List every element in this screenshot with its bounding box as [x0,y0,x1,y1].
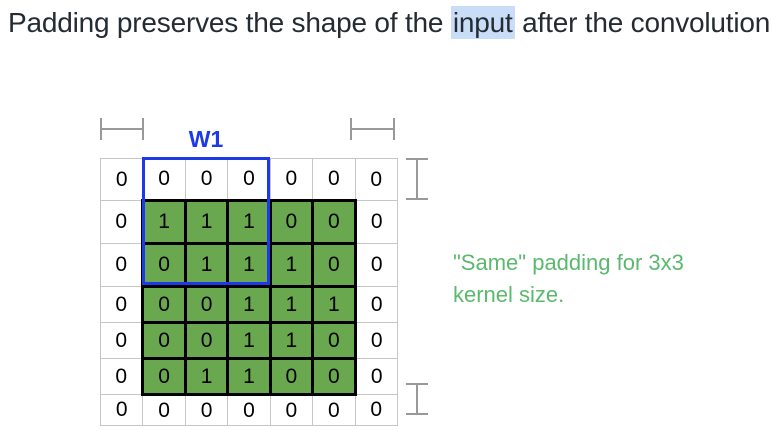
grid-cell-padding: 0 [354,243,399,287]
kernel-label: W1 [188,126,224,152]
padding-width-marker-left [100,118,144,140]
grid-cell-padding: 0 [142,394,186,426]
grid-cell-value: 1 [226,321,272,360]
grid-cell-padding: 0 [99,394,144,426]
grid-cell-padding: 0 [184,394,229,426]
grid-cell-value: 0 [311,199,357,245]
title-text-after: after the convolution [514,7,771,38]
grid-cell-padding: 0 [354,322,399,359]
grid-cell-padding: 0 [269,394,314,426]
grid-cell-padding: 0 [99,322,144,359]
grid-cell-padding: 0 [99,158,144,201]
grid-cell-value: 1 [183,357,230,396]
grid-cell-padding: 0 [142,158,186,201]
grid-cell-padding: 0 [99,358,144,395]
grid-cell-value: 0 [311,321,357,360]
grid-cell-padding: 0 [312,394,356,426]
grid-cell-value: 0 [311,357,357,396]
grid-cell-value: 0 [311,242,357,288]
grid-cell-padding: 0 [354,394,399,426]
grid-cell-padding: 0 [99,243,144,287]
grid-cell-padding: 0 [354,358,399,395]
grid-cell-value: 0 [141,285,187,324]
grid-cell-value: 0 [268,199,315,245]
padding-height-marker-bottom [406,383,428,415]
slide-title: Padding preserves the shape of the input… [8,4,774,41]
grid-cell-value: 1 [311,285,357,324]
grid-cell-value: 1 [226,285,272,324]
grid-cell-padding: 0 [99,286,144,323]
grid-cell-padding: 0 [354,158,399,201]
grid-cell-padding: 0 [354,286,399,323]
grid-cell-padding: 0 [354,200,399,244]
padding-width-marker-right [350,118,395,140]
grid-cell-value: 0 [268,357,315,396]
grid-cell-value: 1 [183,242,230,288]
grid-cell-value: 1 [183,199,230,245]
title-highlight: input [450,6,515,39]
grid-cell-padding: 0 [312,158,356,201]
grid-cell-value: 1 [226,242,272,288]
grid-cell-padding: 0 [99,200,144,244]
grid-cell-value: 1 [268,285,315,324]
grid-cell-value: 0 [141,357,187,396]
grid-cell-padding: 0 [269,158,314,201]
grid-cell-value: 0 [183,285,230,324]
grid-cell-value: 1 [141,199,187,245]
grid-cell-value: 1 [268,321,315,360]
grid-cell-value: 1 [226,357,272,396]
grid-cell-padding: 0 [227,158,271,201]
grid-cell-padding: 0 [184,158,229,201]
grid-cell-padding: 0 [227,394,271,426]
grid-cell-value: 0 [183,321,230,360]
grid-cell-value: 0 [141,242,187,288]
grid-cell-value: 1 [226,199,272,245]
grid-cell-value: 1 [268,242,315,288]
caption: "Same" padding for 3x3 kernel size. [453,250,684,307]
padding-height-marker-top [406,158,428,200]
grid-cell-value: 0 [141,321,187,360]
title-text-before: Padding preserves the shape of the [8,7,451,38]
